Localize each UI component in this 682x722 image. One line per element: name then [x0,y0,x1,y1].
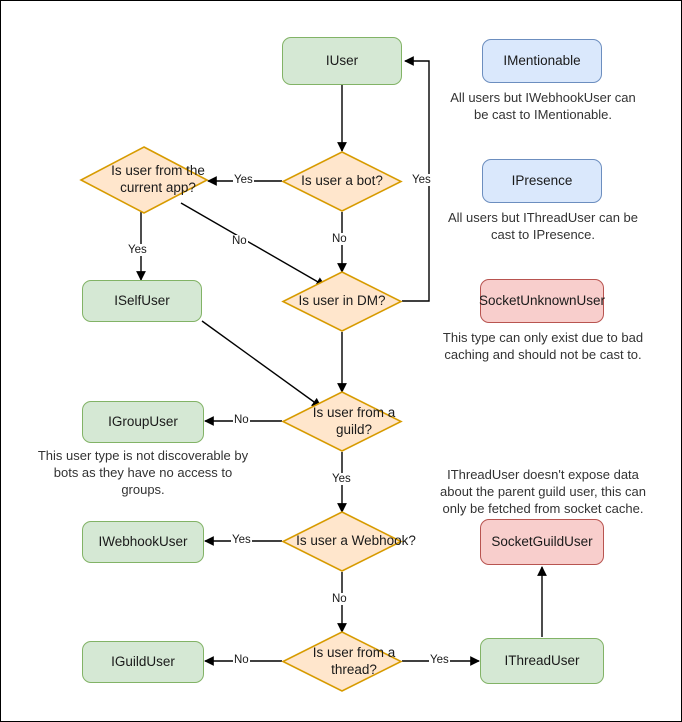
note-ithreaduser: IThreadUser doesn't expose data about th… [440,467,646,516]
node-is-user-from-thread[interactable]: Is user from a thread? [281,631,403,692]
node-iuser-label: IUser [325,52,359,68]
edge-currentapp-no-to-isdm [180,202,326,287]
node-socketunknownuser-label: SocketUnknownUser [478,292,606,308]
node-ipresence[interactable]: IPresence [482,159,602,203]
node-ithreaduser-label: IThreadUser [504,652,580,668]
node-socketguilduser-label: SocketGuildUser [491,533,593,549]
edge-label-thread-no: No [233,654,250,666]
edge-label-webhook-no: No [331,593,348,605]
edge-label-bot-yes: Yes [233,174,254,186]
node-is-user-in-dm[interactable]: Is user in DM? [281,271,403,332]
node-iwebhookuser[interactable]: IWebhookUser [82,521,204,563]
node-igroupuser-label: IGroupUser [108,413,178,429]
node-igroupuser[interactable]: IGroupUser [82,401,204,443]
edge-iselfuser-to-isguild [201,320,322,408]
node-is-user-from-guild[interactable]: Is user from a guild? [281,391,403,452]
note-ipresence: All users but IThreadUser can be cast to… [447,210,639,242]
node-iwebhookuser-label: IWebhookUser [98,533,188,549]
node-iselfuser[interactable]: ISelfUser [82,280,202,322]
node-imentionable-label: IMentionable [503,52,581,68]
edge-label-guild-no: No [233,414,250,426]
edge-label-currentapp-yes: Yes [127,244,148,256]
node-iguilduser-label: IGuildUser [111,653,175,669]
edge-label-webhook-yes: Yes [231,534,252,546]
node-is-user-a-webhook[interactable]: Is user a Webhook? [281,511,416,572]
edge-label-dm-yes: Yes [411,174,432,186]
note-igroupuser: This user type is not discoverable by bo… [37,448,249,497]
node-iguilduser[interactable]: IGuildUser [82,641,204,683]
note-socketunknownuser: This type can only exist due to bad cach… [442,330,644,362]
node-socketguilduser[interactable]: SocketGuildUser [480,519,604,565]
edge-label-currentapp-no: No [231,235,248,247]
node-socketunknownuser[interactable]: SocketUnknownUser [478,279,606,323]
node-is-user-from-current-app[interactable]: Is user from the current app? [79,146,209,214]
note-imentionable: All users but IWebhookUser can be cast t… [450,90,636,122]
node-ithreaduser[interactable]: IThreadUser [480,638,604,684]
edge-label-guild-yes: Yes [331,473,352,485]
node-imentionable[interactable]: IMentionable [482,39,602,83]
node-ipresence-label: IPresence [511,172,573,188]
edge-label-bot-no: No [331,233,348,245]
node-iuser[interactable]: IUser [282,37,402,85]
node-is-user-a-bot[interactable]: Is user a bot? [281,151,403,212]
node-iselfuser-label: ISelfUser [114,292,170,308]
edge-label-thread-yes: Yes [429,654,450,666]
